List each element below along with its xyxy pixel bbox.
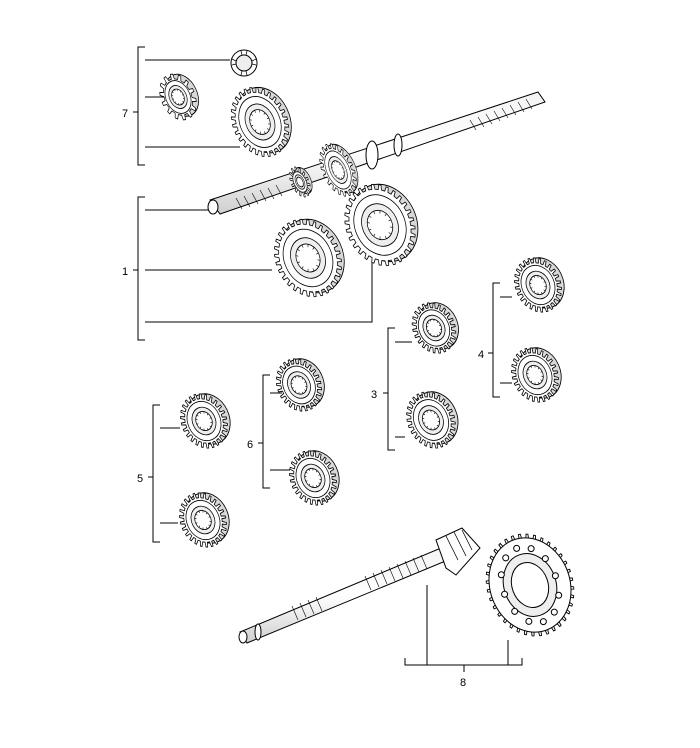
gear-icon (289, 166, 313, 198)
group-1: 1 (122, 183, 419, 341)
callout-1: 1 (122, 266, 128, 278)
gear-icon (159, 73, 199, 121)
callout-8: 8 (460, 677, 466, 689)
callout-5: 5 (137, 473, 143, 485)
group-8: 8 (238, 527, 575, 689)
gear-icon (319, 143, 359, 197)
group-7: 7 (122, 46, 292, 166)
group-4: 4 (478, 257, 565, 403)
callout-6: 6 (247, 439, 253, 451)
gear-icon (411, 302, 459, 354)
gear-icon (511, 347, 562, 403)
group-6: 6 (247, 358, 340, 506)
callout-3: 3 (371, 389, 377, 401)
gear-icon (289, 450, 340, 506)
callout-7: 7 (122, 108, 128, 120)
gear-icon (344, 183, 419, 267)
group-3: 3 (371, 302, 459, 451)
gear-icon (179, 492, 230, 548)
pinion-shaft-icon (238, 527, 481, 644)
gear-icon (514, 257, 565, 313)
gear-icon (180, 393, 231, 449)
crown-wheel-icon (485, 533, 575, 637)
shaft-icon (207, 91, 546, 215)
needle-bearing-icon (230, 49, 258, 77)
gear-icon (230, 86, 292, 157)
callout-4: 4 (478, 349, 484, 361)
group-5: 5 (137, 393, 231, 548)
gear-icon (274, 218, 345, 298)
gear-icon (275, 358, 325, 412)
gear-icon (406, 391, 459, 449)
